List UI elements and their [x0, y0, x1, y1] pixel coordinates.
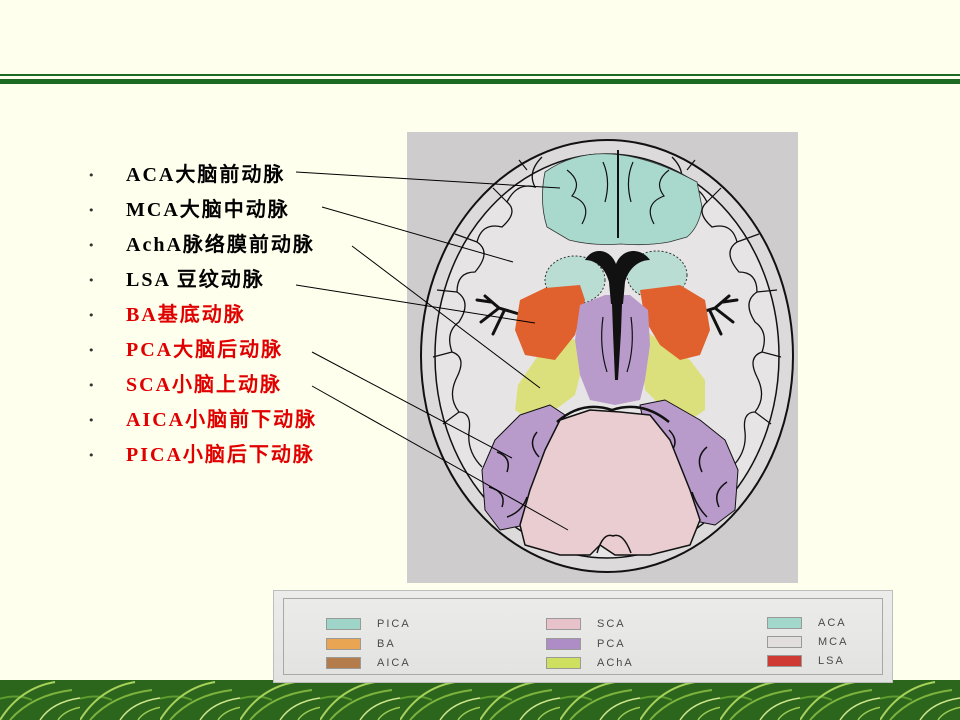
legend-swatch: [546, 657, 581, 669]
legend-label: SCA: [597, 618, 626, 630]
aca-gyri: [566, 161, 670, 225]
bullet-item-aica: • AICA小脑前下动脉: [86, 403, 386, 438]
territory-color-legend: PICA BA AICA SCA PCA AChA ACA MCA LSA: [273, 590, 893, 683]
legend-label: PCA: [597, 638, 626, 650]
legend-label: ACA: [818, 617, 847, 629]
bullet-item-pica: • PICA小脑后下动脉: [86, 438, 386, 473]
third-ventricle: [612, 304, 622, 380]
bullet-item-sca: • SCA小脑上动脉: [86, 368, 386, 403]
frontal-horns-ventricle: [585, 251, 650, 304]
bullet-item-lsa: • LSA 豆纹动脉: [86, 263, 386, 298]
bullet-dot-icon: •: [88, 274, 95, 287]
bullet-item-aca: • ACA大脑前动脉: [86, 158, 386, 193]
legend-swatch: [326, 618, 361, 630]
bullet-item-pca: • PCA大脑后动脉: [86, 333, 386, 368]
legend-label: AICA: [377, 657, 411, 669]
right-lsa-territory: [640, 285, 710, 360]
legend-label: LSA: [818, 655, 845, 667]
header-divider-thick: [0, 79, 960, 84]
right-acha-territory: [643, 330, 705, 420]
grass-strip: [0, 680, 960, 720]
bullet-text: SCA小脑上动脉: [126, 374, 283, 396]
right-sylvian-fissure: [693, 294, 739, 336]
legend-swatch: [767, 636, 802, 648]
tentorium-outline: [556, 405, 670, 423]
bullet-dot-icon: •: [88, 449, 95, 462]
bullet-dot-icon: •: [88, 344, 95, 357]
bullet-dot-icon: •: [88, 379, 95, 392]
bullet-item-acha: • AchA脉络膜前动脉: [86, 228, 386, 263]
bullet-text: PICA小脑后下动脉: [126, 444, 315, 466]
artery-bullet-list: • ACA大脑前动脉 • MCA大脑中动脉 • AchA脉络膜前动脉 • LSA 豆纹动…: [86, 158, 386, 473]
bullet-text: ACA大脑前动脉: [126, 164, 286, 186]
legend-swatch: [326, 657, 361, 669]
bullet-item-mca: • MCA大脑中动脉: [86, 193, 386, 228]
header-divider-thin: [0, 74, 960, 76]
bullet-text: PCA大脑后动脉: [126, 339, 284, 361]
bullet-text: AchA脉络膜前动脉: [126, 234, 315, 256]
thalamic-slit: [601, 316, 633, 373]
legend-swatch: [546, 618, 581, 630]
legend-label: PICA: [377, 618, 411, 630]
grass-footer-decoration: [0, 680, 960, 720]
legend-swatch: [767, 617, 802, 629]
legend-label: MCA: [818, 636, 849, 648]
legend-swatch: [546, 638, 581, 650]
legend-label: AChA: [597, 657, 634, 669]
bullet-dot-icon: •: [88, 204, 95, 217]
bullet-dot-icon: •: [88, 169, 95, 182]
legend-label: BA: [377, 638, 396, 650]
bullet-dot-icon: •: [88, 414, 95, 427]
bullet-text: LSA 豆纹动脉: [126, 269, 265, 291]
legend-swatch: [767, 655, 802, 667]
bullet-text: AICA小脑前下动脉: [126, 409, 318, 431]
brain-axial-section-diagram: [407, 132, 798, 583]
vermis-notch: [596, 534, 632, 554]
legend-swatch: [326, 638, 361, 650]
bullet-dot-icon: •: [88, 239, 95, 252]
bullet-text: BA基底动脉: [126, 304, 246, 326]
bullet-text: MCA大脑中动脉: [126, 199, 290, 221]
legend-inner-frame: [283, 598, 883, 675]
bullet-item-ba: • BA基底动脉: [86, 298, 386, 333]
bullet-dot-icon: •: [88, 309, 95, 322]
